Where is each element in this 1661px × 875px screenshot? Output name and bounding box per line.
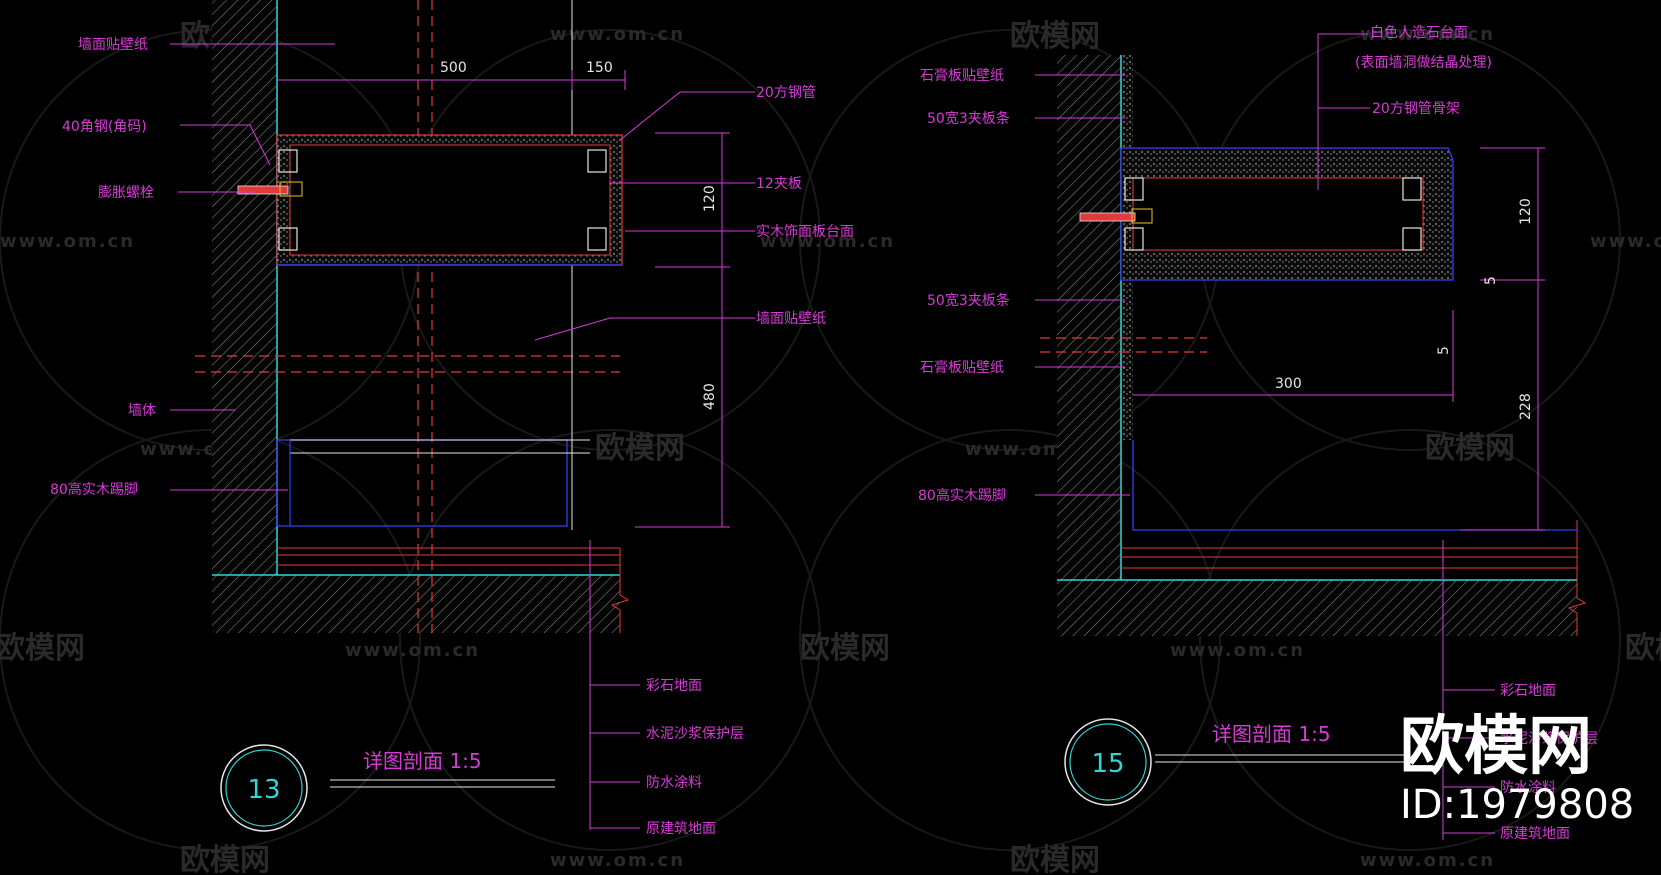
callout-label: 80高实木踢脚: [50, 481, 138, 498]
watermark-url: www.om.cn: [550, 850, 685, 871]
dimension-label: 5: [1436, 346, 1452, 355]
watermark-url: www.om.cn: [1360, 850, 1495, 871]
break-mark: [610, 548, 630, 633]
watermark-url: www.om.cn: [550, 24, 685, 45]
wall-hatch: [212, 0, 277, 575]
detail-13: 500 150 120 480 墙面贴壁纸 40角钢(角码) 膨胀螺栓: [50, 0, 854, 837]
steel-tube: [278, 149, 298, 173]
brand-name: 欧模网: [1400, 710, 1592, 784]
detail-number-circle-inner: [225, 749, 303, 827]
dimension-label: 120: [1518, 198, 1534, 225]
dimension-label: 480: [702, 383, 718, 410]
watermark-text: 欧模网: [0, 631, 85, 666]
callout-label: 12夹板: [756, 176, 802, 192]
detail-number: 15: [1091, 749, 1124, 779]
floor-hatch: [212, 575, 620, 633]
callout-label: 实木饰面板台面: [756, 224, 854, 240]
callout-label: 彩石地面: [646, 678, 702, 694]
countertop-cavity: [1132, 177, 1424, 251]
callout-label: 50宽3夹板条: [927, 292, 1010, 309]
expansion-bolt: [237, 185, 289, 195]
callout-label: 膨胀螺栓: [98, 184, 154, 201]
callout-label: 40角钢(角码): [62, 119, 147, 135]
watermark-url: www.om.cn: [1590, 231, 1661, 252]
detail-15: 120 5 300 5 228 白色人造石台面 (表面墙洞做结晶处理) 20方钢…: [918, 24, 1598, 842]
floor-hatch: [1057, 580, 1577, 636]
wall-hatch: [1057, 55, 1121, 580]
dimension-label: 5: [1483, 276, 1499, 285]
steel-tube: [1124, 227, 1144, 251]
dimension-label: 120: [702, 185, 718, 212]
watermark-text: 欧模网: [800, 631, 890, 666]
detail-title: 详图剖面 1:5: [1212, 722, 1331, 746]
steel-tube: [278, 227, 298, 251]
callout-label: 20方钢管骨架: [1372, 101, 1460, 117]
brand-badge: 欧模网 ID:1979808: [1400, 710, 1634, 828]
callout-label: 彩石地面: [1500, 683, 1556, 699]
watermark-text: 欧模网: [1010, 843, 1100, 875]
callout-label: 石膏板贴壁纸: [920, 359, 1004, 376]
watermark-url: www.om.cn: [1170, 640, 1305, 661]
leader-line: [534, 317, 755, 341]
expansion-bolt: [279, 181, 303, 197]
dimension-label: 228: [1518, 393, 1534, 420]
watermark-url: www.om.cn: [345, 640, 480, 661]
callout-label: 石膏板贴壁纸: [920, 67, 1004, 84]
callout-label: 水泥沙浆保护层: [1500, 731, 1598, 747]
watermark-url: www.om.cn: [760, 231, 895, 252]
shelf-inner: [289, 144, 611, 256]
watermark-url: www.om.cn: [1360, 24, 1495, 45]
expansion-bolt: [1131, 208, 1153, 224]
callout-label: 墙面贴壁纸: [756, 311, 826, 327]
callout-label: 墙体: [128, 403, 156, 419]
callout-label: 原建筑地面: [646, 821, 716, 837]
detail-number-circle-inner: [1069, 723, 1147, 801]
callout-label: 防水涂料: [646, 775, 702, 791]
dimension-label: 500: [440, 60, 467, 76]
callout-label: 墙面贴壁纸: [78, 37, 148, 53]
watermark-text: 欧模网: [180, 843, 270, 875]
leader-line: [619, 91, 755, 141]
steel-tube: [587, 227, 607, 251]
skirting: [1132, 440, 1577, 531]
watermark-url: www.om.cn: [0, 231, 135, 252]
expansion-bolt: [1079, 212, 1136, 222]
callout-label: 防水涂料: [1500, 780, 1556, 796]
dimension-label: 150: [586, 60, 613, 76]
steel-tube: [1402, 227, 1422, 251]
detail-number: 13: [247, 775, 280, 805]
callout-label: 20方钢管: [756, 85, 816, 101]
watermark-text: 欧模网: [1010, 19, 1100, 54]
watermark-text: 欧模网: [1425, 431, 1515, 466]
dimension-label: 300: [1275, 376, 1302, 392]
leader-line: [1317, 33, 1368, 190]
watermark-text: 欧模网: [1625, 631, 1661, 666]
callout-label: (表面墙洞做结晶处理): [1355, 55, 1492, 71]
detail-title: 详图剖面 1:5: [363, 749, 482, 773]
callout-label: 50宽3夹板条: [927, 110, 1010, 127]
leader-line: [180, 124, 271, 166]
detail-number-circle: [220, 744, 308, 832]
callout-label: 白色人造石台面: [1370, 24, 1468, 41]
callout-label: 原建筑地面: [1500, 826, 1570, 842]
brand-id: ID:1979808: [1400, 782, 1634, 828]
watermark-text: 欧模网: [595, 431, 685, 466]
break-mark: [1567, 520, 1587, 636]
callout-label: 水泥沙浆保护层: [646, 726, 744, 742]
callout-label: 80高实木踢脚: [918, 487, 1006, 504]
steel-tube: [1402, 177, 1422, 201]
steel-tube: [587, 149, 607, 173]
steel-tube: [1124, 177, 1144, 201]
detail-number-circle: [1064, 718, 1152, 806]
